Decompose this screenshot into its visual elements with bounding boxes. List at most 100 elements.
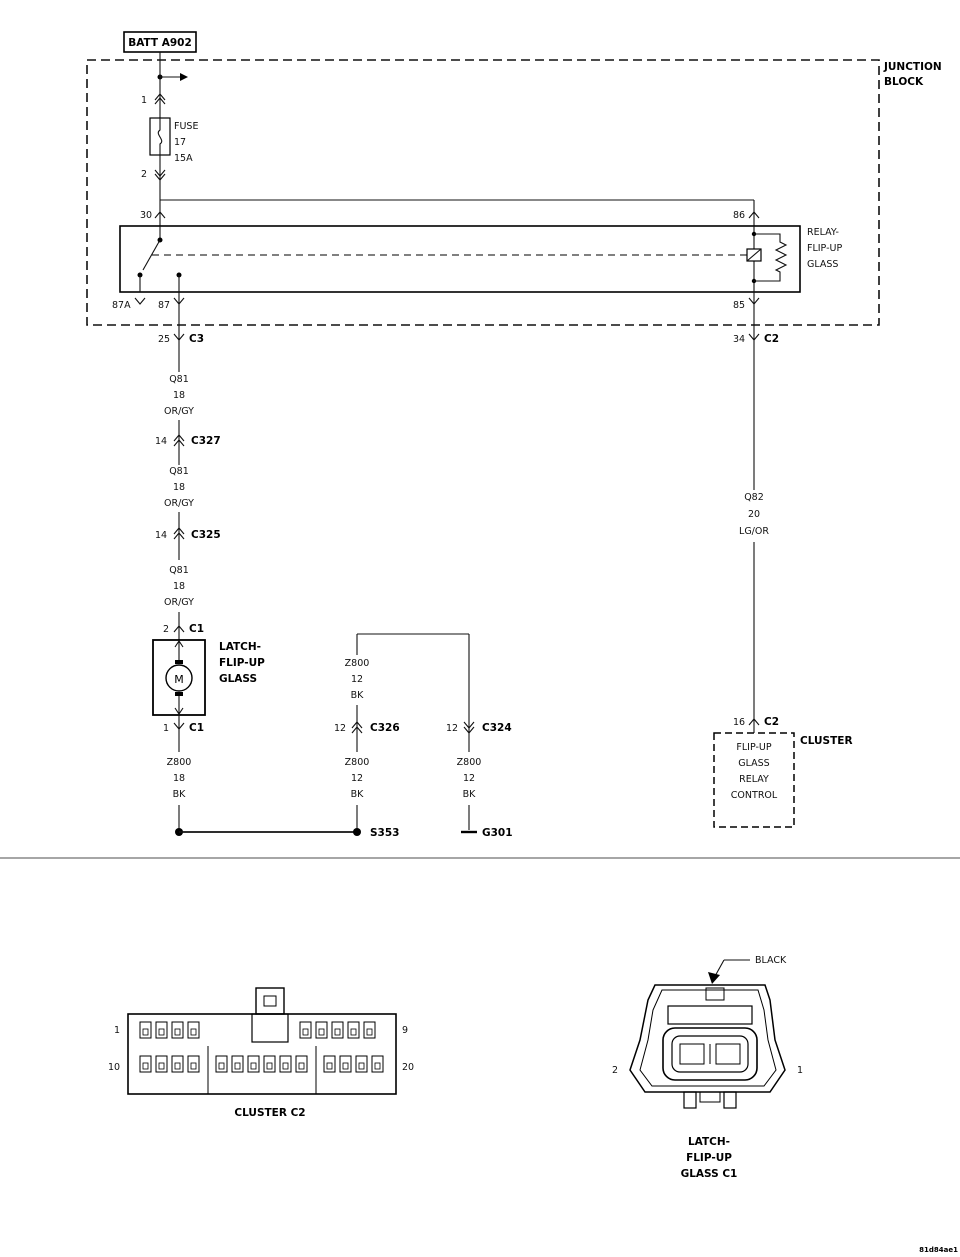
z800-mid-color: BK bbox=[351, 789, 365, 800]
q81-a-circuit: Q81 bbox=[169, 374, 189, 385]
cluster-module bbox=[713, 732, 795, 828]
latch-c1-color-label: BLACK bbox=[755, 955, 787, 966]
z800-top-circuit: Z800 bbox=[345, 658, 370, 669]
junction-block-label: JUNCTION bbox=[883, 61, 942, 73]
relay-pin86-connector-icon bbox=[748, 211, 760, 219]
relay-pin87-label: 87 bbox=[158, 300, 170, 311]
fuse-pin2-label: 2 bbox=[141, 169, 147, 180]
q81-b-color: OR/GY bbox=[164, 498, 194, 509]
suppression-resistor-icon bbox=[754, 233, 788, 282]
relay-pin87a-label: 87A bbox=[112, 300, 131, 311]
q82-gauge: 20 bbox=[748, 509, 760, 520]
cluster-cavity-bottom bbox=[263, 1055, 276, 1073]
cluster-c2-connector-view bbox=[127, 987, 397, 1095]
c327-connector-icon bbox=[173, 434, 185, 447]
relay-label-2: FLIP-UP bbox=[807, 243, 842, 254]
c325-pin: 14 bbox=[155, 530, 167, 541]
cluster-c2-pin: 16 bbox=[733, 717, 745, 728]
cluster-c2-name: C2 bbox=[764, 716, 779, 728]
c324-name: C324 bbox=[482, 722, 512, 734]
cluster-pin-20-label: 20 bbox=[402, 1062, 414, 1073]
cluster-cavity-bottom bbox=[215, 1055, 228, 1073]
relay-pin87a-connector-icon bbox=[134, 297, 146, 305]
relay-pin85-label: 85 bbox=[733, 300, 745, 311]
junction-block-outline bbox=[86, 59, 880, 326]
cluster-function-2: GLASS bbox=[738, 758, 769, 769]
z800-left-gauge: 18 bbox=[173, 773, 185, 784]
cluster-cavity-top bbox=[187, 1021, 200, 1039]
c324-pin: 12 bbox=[446, 723, 458, 734]
motor-arrow-down-icon bbox=[174, 707, 184, 715]
relay-pin85-connector-icon bbox=[748, 297, 760, 305]
relay-label-1: RELAY- bbox=[807, 227, 839, 238]
cluster-c2-connector-icon bbox=[748, 718, 760, 726]
c325-name: C325 bbox=[191, 529, 221, 541]
relay-pin30-connector-icon bbox=[154, 211, 166, 219]
cluster-cavity-bottom bbox=[295, 1055, 308, 1073]
cluster-cavity-top bbox=[299, 1021, 312, 1039]
c326-name: C326 bbox=[370, 722, 400, 734]
z800-left-circuit: Z800 bbox=[167, 757, 192, 768]
c3-name: C3 bbox=[189, 333, 204, 345]
motor-label-1: LATCH- bbox=[219, 641, 261, 653]
z800-left-color: BK bbox=[173, 789, 187, 800]
battery-label: BATT A902 bbox=[128, 37, 192, 49]
relay-flip-up-glass bbox=[119, 225, 801, 293]
fuse-pin2-connector-icon bbox=[154, 169, 166, 181]
latch-c1-bottom-pin: 1 bbox=[163, 723, 169, 734]
cluster-pin-1-label: 1 bbox=[114, 1025, 120, 1036]
ground-g301-label: G301 bbox=[482, 827, 513, 839]
c326-connector-icon bbox=[351, 721, 363, 734]
motor-icon bbox=[165, 664, 193, 692]
fuse-pin1-connector-icon bbox=[154, 93, 166, 105]
c327-name: C327 bbox=[191, 435, 221, 447]
latch-c1-pin-1-label: 1 bbox=[797, 1065, 803, 1076]
cluster-function-1: FLIP-UP bbox=[736, 742, 771, 753]
cluster-pin-10-label: 10 bbox=[108, 1062, 120, 1073]
motor-label-2: FLIP-UP bbox=[219, 657, 265, 669]
cluster-cavity-top bbox=[139, 1021, 152, 1039]
q82-color: LG/OR bbox=[739, 526, 769, 537]
q82-circuit: Q82 bbox=[744, 492, 764, 503]
relay-coil-diagonal bbox=[746, 248, 762, 262]
latch-c1-connector-view bbox=[629, 984, 786, 1109]
c2-top-connector-icon bbox=[748, 333, 760, 341]
c326-pin: 12 bbox=[334, 723, 346, 734]
cluster-cavity-bottom bbox=[139, 1055, 152, 1073]
q81-a-color: OR/GY bbox=[164, 406, 194, 417]
cluster-cavity-bottom bbox=[247, 1055, 260, 1073]
motor-label-3: GLASS bbox=[219, 673, 257, 685]
motor-brush-bottom bbox=[175, 692, 183, 696]
latch-c1-bottom-name: C1 bbox=[189, 722, 204, 734]
cluster-pins-bottom bbox=[139, 1055, 384, 1073]
c2-top-name: C2 bbox=[764, 333, 779, 345]
fuse-pin1-label: 1 bbox=[141, 95, 147, 106]
fuse-element-icon bbox=[157, 118, 163, 155]
q81-c-circuit: Q81 bbox=[169, 565, 189, 576]
c3-pin: 25 bbox=[158, 334, 170, 345]
relay-pin30-label: 30 bbox=[140, 210, 152, 221]
z800-right-gauge: 12 bbox=[463, 773, 475, 784]
splice-s353-label: S353 bbox=[370, 827, 399, 839]
fuse-number: 17 bbox=[174, 137, 186, 148]
cluster-cavity-top bbox=[363, 1021, 376, 1039]
cluster-cavity-bottom bbox=[155, 1055, 168, 1073]
cluster-cavity-top bbox=[347, 1021, 360, 1039]
cluster-cavity-top bbox=[331, 1021, 344, 1039]
cluster-cavity-bottom bbox=[231, 1055, 244, 1073]
cluster-cavity-bottom bbox=[279, 1055, 292, 1073]
cluster-cavity-bottom bbox=[339, 1055, 352, 1073]
motor-symbol: M bbox=[174, 673, 184, 686]
z800-top-gauge: 12 bbox=[351, 674, 363, 685]
latch-c1-caption-2: FLIP-UP bbox=[686, 1152, 732, 1164]
q81-c-color: OR/GY bbox=[164, 597, 194, 608]
c324-connector-icon bbox=[463, 721, 475, 734]
cluster-function-4: CONTROL bbox=[731, 790, 778, 801]
latch-c1-top-connector-icon bbox=[173, 625, 185, 633]
cluster-pins-top bbox=[139, 1021, 376, 1039]
z800-right-circuit: Z800 bbox=[457, 757, 482, 768]
relay-pin87-connector-icon bbox=[173, 297, 185, 305]
switch-arm bbox=[142, 239, 161, 271]
cluster-c2-caption: CLUSTER C2 bbox=[234, 1107, 305, 1119]
